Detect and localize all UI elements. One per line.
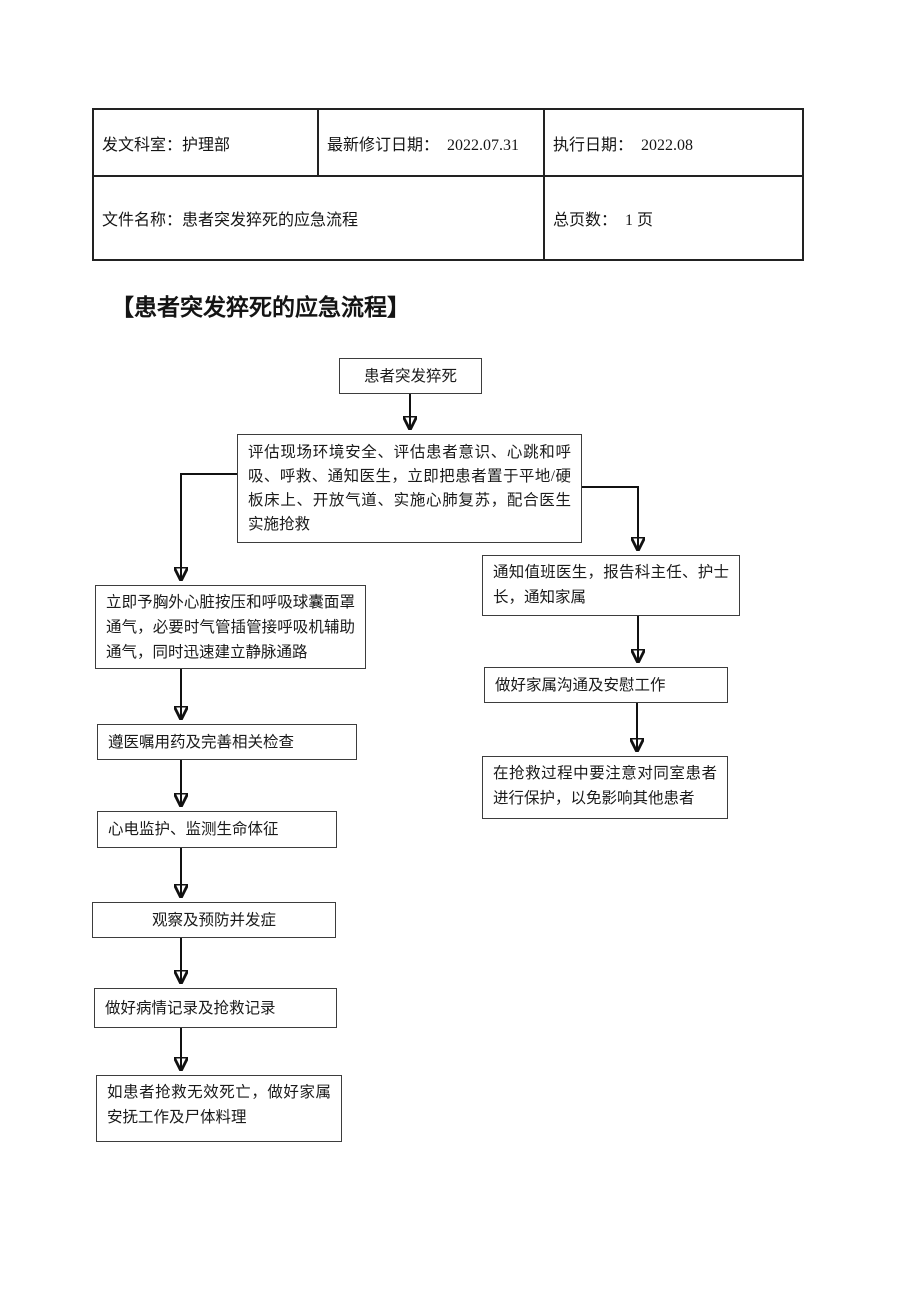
page-title: 【患者突发猝死的应急流程】 (111, 294, 410, 320)
arrow-assess-to-cpr (181, 473, 237, 579)
flow-node-death-care: 如患者抢救无效死亡，做好家属安抚工作及尸体料理 (96, 1075, 342, 1142)
revision-date-cell: 最新修订日期： 2022.07.31 (317, 108, 545, 177)
total-pages-cell: 总页数： 1 页 (543, 175, 804, 261)
effective-date-cell: 执行日期： 2022.08 (543, 108, 804, 177)
arrow-assess-to-notify (582, 486, 638, 549)
flow-node-family-comfort: 做好家属沟通及安慰工作 (484, 667, 728, 703)
flow-node-notify: 通知值班医生，报告科主任、护士长，通知家属 (482, 555, 740, 616)
flow-node-protect-others: 在抢救过程中要注意对同室患者进行保护，以免影响其他患者 (482, 756, 728, 819)
flow-node-monitor: 心电监护、监测生命体征 (97, 811, 337, 848)
file-name-cell: 文件名称：患者突发猝死的应急流程 (92, 175, 545, 261)
flow-node-assess: 评估现场环境安全、评估患者意识、心跳和呼吸、呼救、通知医生，立即把患者置于平地/… (237, 434, 582, 543)
header-table: 发文科室：护理部 最新修订日期： 2022.07.31 执行日期： 2022.0… (92, 108, 804, 261)
flow-node-cpr: 立即予胸外心脏按压和呼吸球囊面罩通气，必要时气管插管接呼吸机辅助通气，同时迅速建… (95, 585, 366, 669)
flow-node-start: 患者突发猝死 (339, 358, 482, 394)
issuing-dept-cell: 发文科室：护理部 (92, 108, 319, 177)
flow-node-medication: 遵医嘱用药及完善相关检查 (97, 724, 357, 760)
flow-node-observe: 观察及预防并发症 (92, 902, 336, 938)
flow-node-record: 做好病情记录及抢救记录 (94, 988, 337, 1028)
